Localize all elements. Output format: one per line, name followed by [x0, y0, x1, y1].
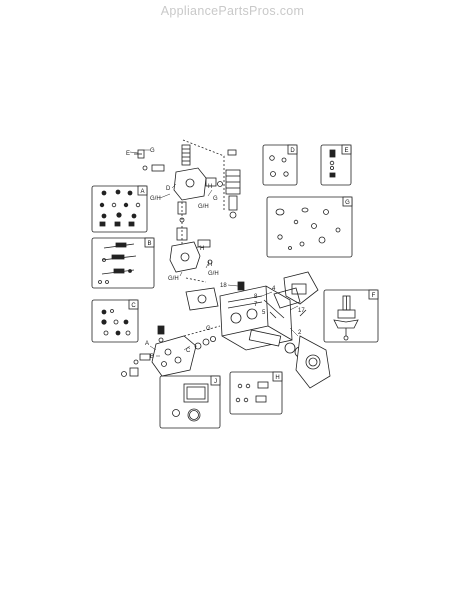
callout-label: 17 — [298, 308, 305, 314]
kit-box-b[interactable] — [91, 237, 155, 289]
kit-letter-c: C — [131, 303, 136, 309]
kit-box-a[interactable] — [91, 185, 148, 233]
callout-label: G — [206, 326, 211, 332]
kit-box-h[interactable] — [229, 371, 283, 415]
callout-label: G/H — [150, 196, 161, 202]
callout-label: 4 — [272, 286, 276, 292]
callout-label: 18 — [220, 283, 227, 289]
kit-box-d[interactable] — [262, 144, 298, 186]
callout-label: H — [208, 262, 212, 268]
callout-labels: E G D G/H H G G/H H G/H 18 4 7 8 5 17 2 … — [126, 148, 305, 360]
callout-label: G/H — [198, 204, 209, 210]
callout-label: A — [145, 341, 149, 347]
kit-letter-b: B — [147, 241, 151, 247]
callout-label: G — [213, 196, 218, 202]
callout-label: G/H — [168, 276, 179, 282]
pump-manifold — [121, 325, 221, 377]
callout-label: H — [208, 184, 212, 190]
callout-label: H — [200, 246, 204, 252]
kit-box-g[interactable] — [266, 196, 353, 258]
callout-label: 8 — [254, 294, 258, 300]
kit-letter-j: J — [214, 379, 217, 385]
callout-label: C — [186, 348, 191, 354]
callout-label: G/H — [208, 271, 219, 277]
kit-letter-a: A — [140, 189, 144, 195]
kit-letter-g: G — [345, 200, 350, 206]
kit-letters: A B C D E F G H J — [131, 148, 375, 385]
callout-label: 7 — [254, 302, 258, 308]
callout-label: 2 — [298, 330, 302, 336]
callout-label: 5 — [262, 310, 266, 316]
kit-letter-h: H — [275, 375, 279, 381]
kit-box-c[interactable] — [91, 299, 139, 343]
callout-label: E — [126, 151, 130, 157]
kit-box-j[interactable] — [159, 375, 221, 429]
callout-label: B — [150, 354, 154, 360]
kit-box-e[interactable] — [320, 144, 352, 186]
callout-label: D — [166, 186, 171, 192]
pump-crankcase — [185, 271, 331, 389]
callout-label: G — [150, 148, 155, 154]
kit-letter-f: F — [372, 293, 376, 299]
pump-valve-stack — [134, 139, 241, 273]
kit-letter-e: E — [344, 148, 348, 154]
leader-lines — [129, 149, 299, 357]
watermark-text: AppliancePartsPros.com — [160, 4, 305, 18]
kit-letter-d: D — [290, 148, 295, 154]
kit-box-f[interactable] — [323, 289, 379, 343]
